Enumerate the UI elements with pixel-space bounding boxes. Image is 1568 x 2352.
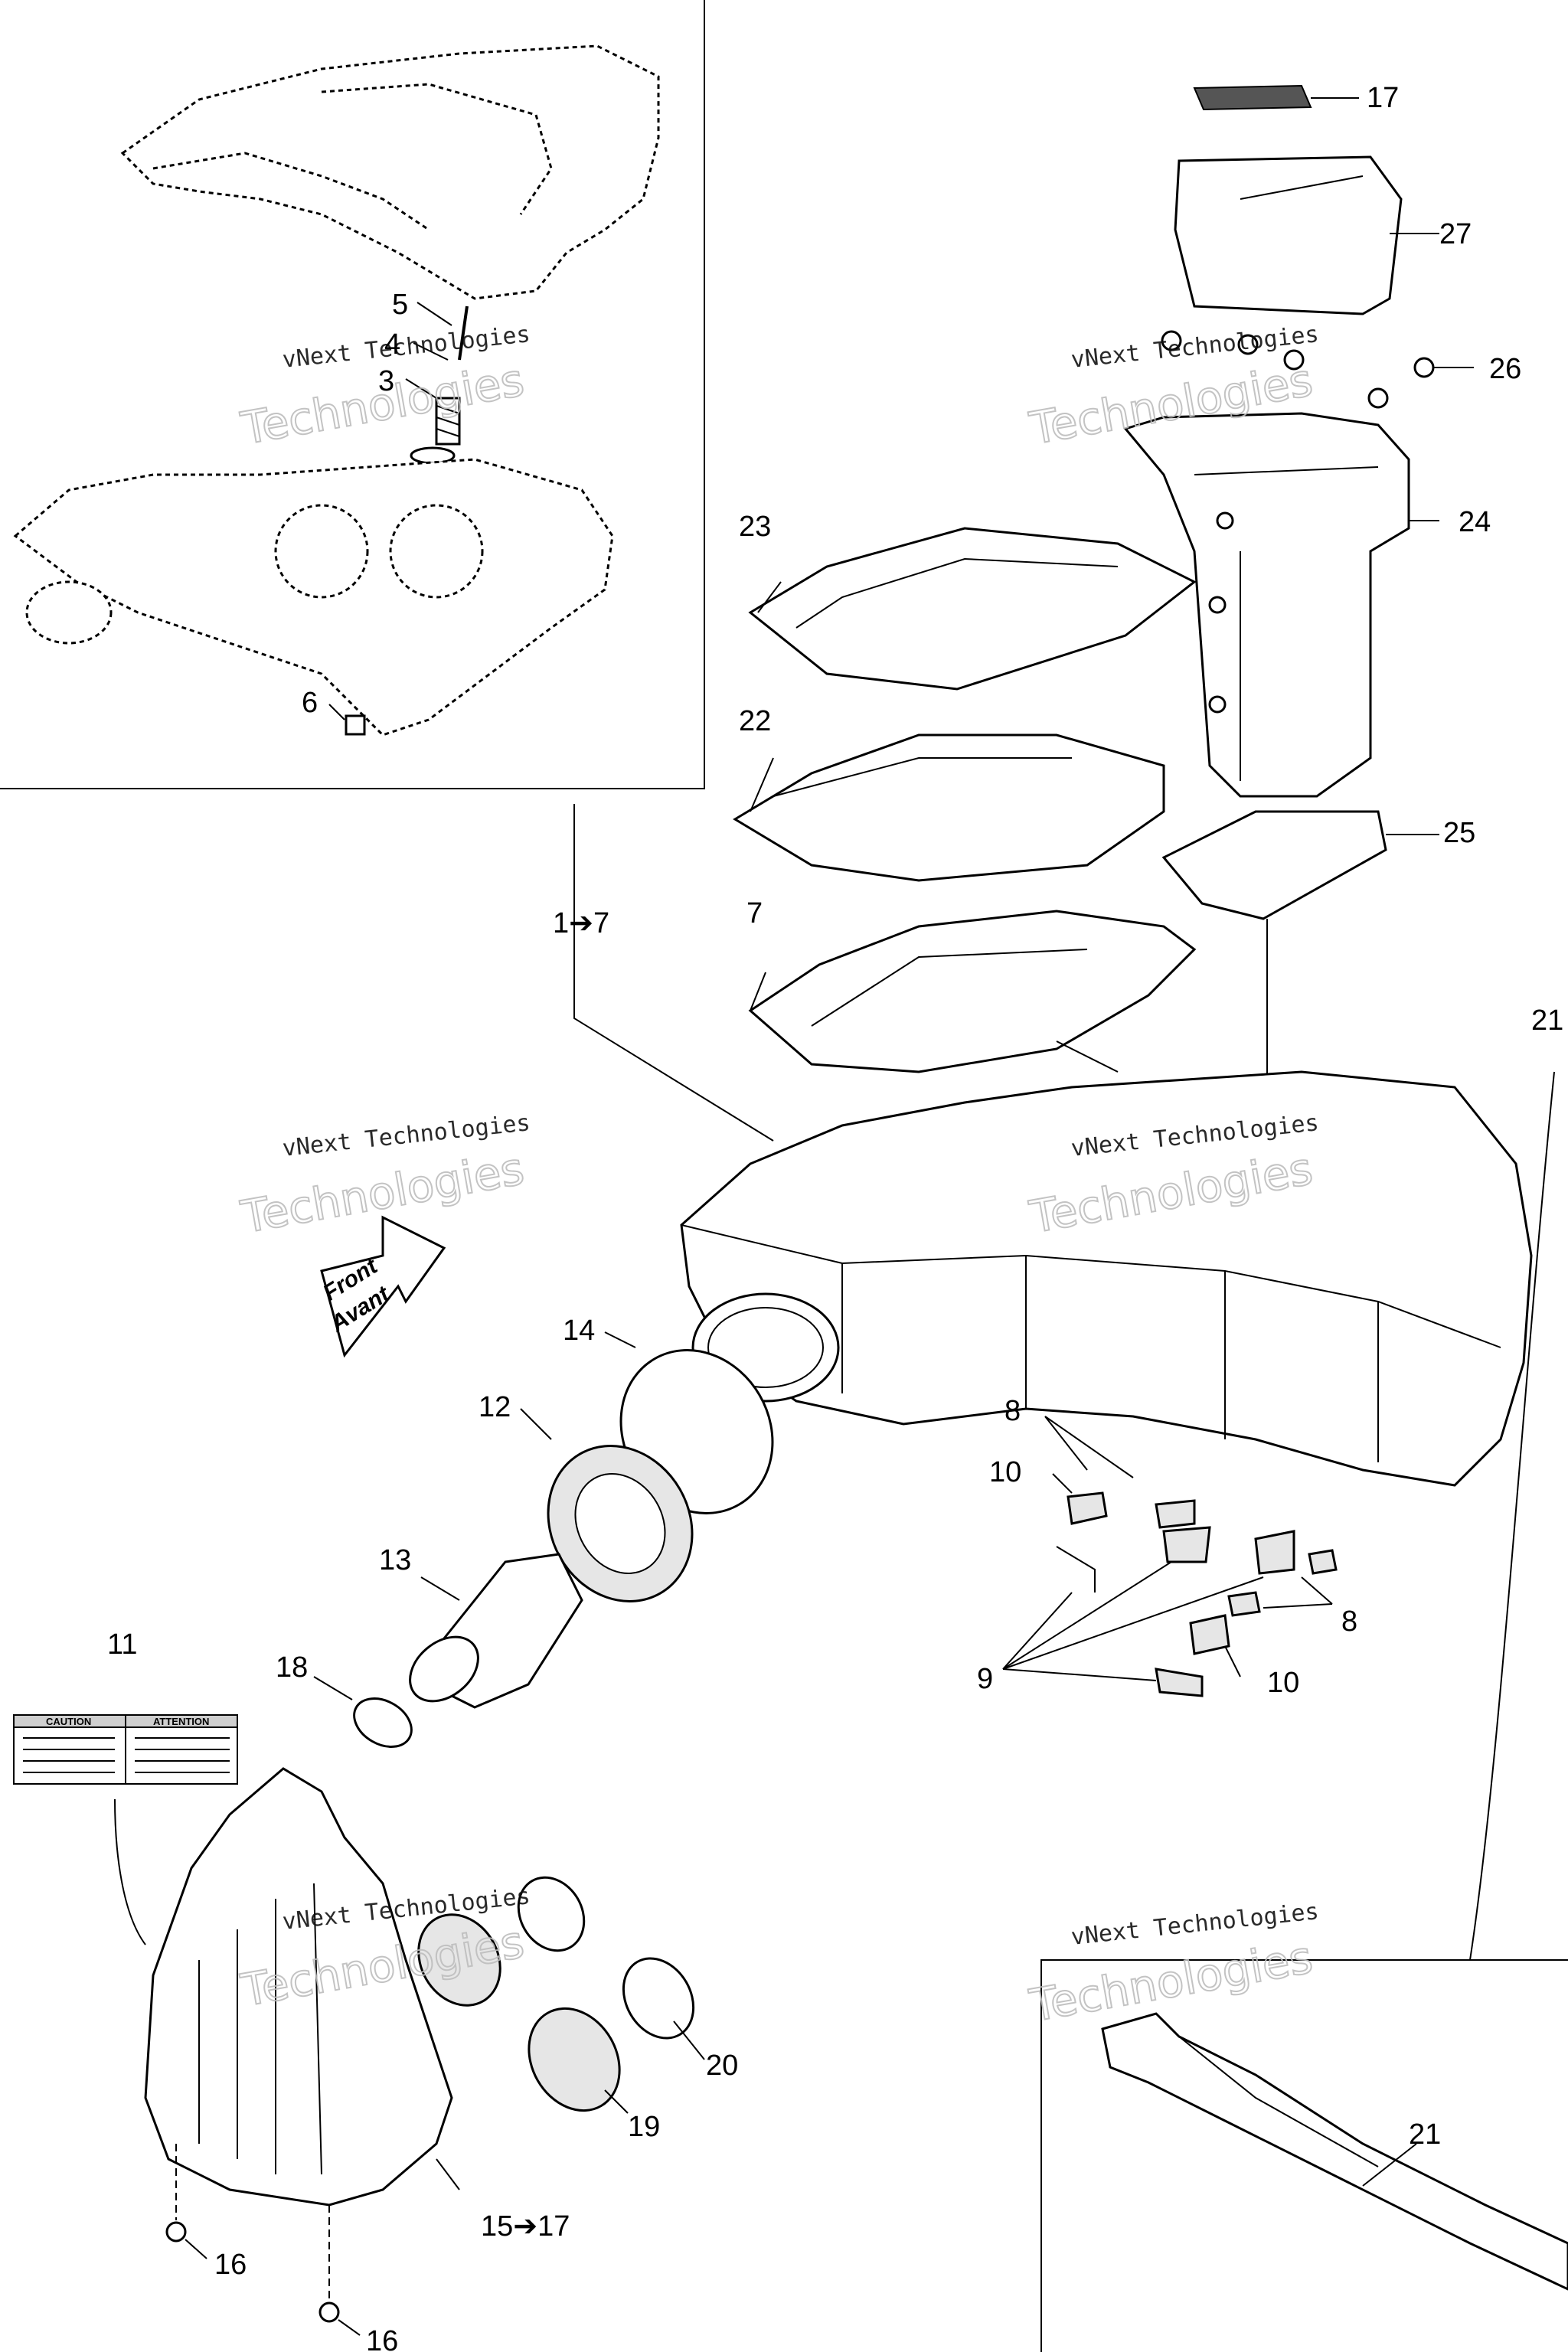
strap-part-21 — [1101, 2012, 1568, 2291]
callout-20: 20 — [706, 2050, 738, 2082]
callout-13: 13 — [379, 1544, 411, 1576]
airbox-housing — [680, 1070, 1533, 1487]
callout-3: 3 — [378, 365, 394, 397]
caution-text: CAUTION — [46, 1716, 91, 1727]
silencer-part-15 — [144, 1767, 453, 2207]
clips-part-26 — [1161, 330, 1474, 409]
inset-upper-housing — [120, 44, 660, 300]
bolt-part-16-b — [318, 2301, 340, 2323]
label-plate-part-17 — [1193, 84, 1312, 111]
callout-7: 7 — [746, 897, 763, 929]
clamp-part-20-b — [622, 1957, 695, 2040]
filter-part-23 — [748, 527, 1197, 691]
callout-labels: 17 27 26 24 25 23 22 7 1➔7 21 5 4 3 6 14… — [107, 82, 1563, 2352]
filter-part-22 — [733, 733, 1165, 882]
plate-part-25 — [1161, 810, 1387, 920]
callout-4: 4 — [384, 328, 400, 361]
callout-26: 26 — [1489, 353, 1521, 385]
nut-part-6 — [345, 714, 366, 736]
bolt-part-16-a — [165, 2221, 187, 2243]
warning-label-part-11: CAUTION ATTENTION — [13, 1714, 238, 1945]
callout-15-to-17: 15➔17 — [481, 2210, 570, 2243]
oring-part-18 — [353, 1697, 413, 1748]
washer-part-3 — [410, 446, 456, 465]
callout-16-b: 16 — [366, 2325, 398, 2352]
callout-8-a: 8 — [1004, 1395, 1021, 1427]
coupler-part-19 — [528, 2007, 621, 2112]
watermark-logo-6: Technologies — [1026, 1931, 1317, 2032]
callout-21-right: 21 — [1531, 1004, 1563, 1037]
clip-parts-8-9-10 — [1002, 1416, 1338, 1697]
bottom-right-inset — [1040, 1959, 1568, 2352]
callout-5: 5 — [392, 289, 408, 321]
callout-16-a: 16 — [214, 2249, 247, 2281]
callout-11: 11 — [107, 1628, 137, 1661]
callout-21-inset: 21 — [1409, 2118, 1441, 2151]
callout-18: 18 — [276, 1651, 308, 1684]
callout-10-a: 10 — [989, 1456, 1021, 1488]
callout-10-b: 10 — [1267, 1667, 1299, 1699]
front-direction-arrow: Front Avant — [318, 1215, 446, 1358]
clamp-part-20-a — [517, 1876, 586, 1952]
callout-22: 22 — [739, 705, 771, 737]
callout-1-to-7: 1➔7 — [553, 907, 609, 939]
callout-19: 19 — [628, 2111, 660, 2143]
coupler-part-19-b — [417, 1913, 501, 2007]
callout-27: 27 — [1439, 218, 1472, 250]
callout-6: 6 — [302, 687, 318, 719]
frame-part-7 — [748, 910, 1197, 1073]
callout-9: 9 — [977, 1663, 993, 1695]
callout-17-top: 17 — [1367, 82, 1399, 114]
bolt-part-5 — [458, 305, 469, 361]
callout-23: 23 — [739, 511, 771, 543]
cover-part-27 — [1174, 155, 1403, 315]
callout-25: 25 — [1443, 817, 1475, 849]
callout-8-b: 8 — [1341, 1606, 1357, 1638]
callout-24: 24 — [1459, 506, 1491, 538]
attention-text: ATTENTION — [153, 1716, 209, 1727]
callout-12: 12 — [479, 1391, 511, 1423]
callout-14: 14 — [563, 1315, 595, 1347]
top-left-inset — [0, 0, 705, 789]
duct-part-24 — [1123, 412, 1410, 798]
